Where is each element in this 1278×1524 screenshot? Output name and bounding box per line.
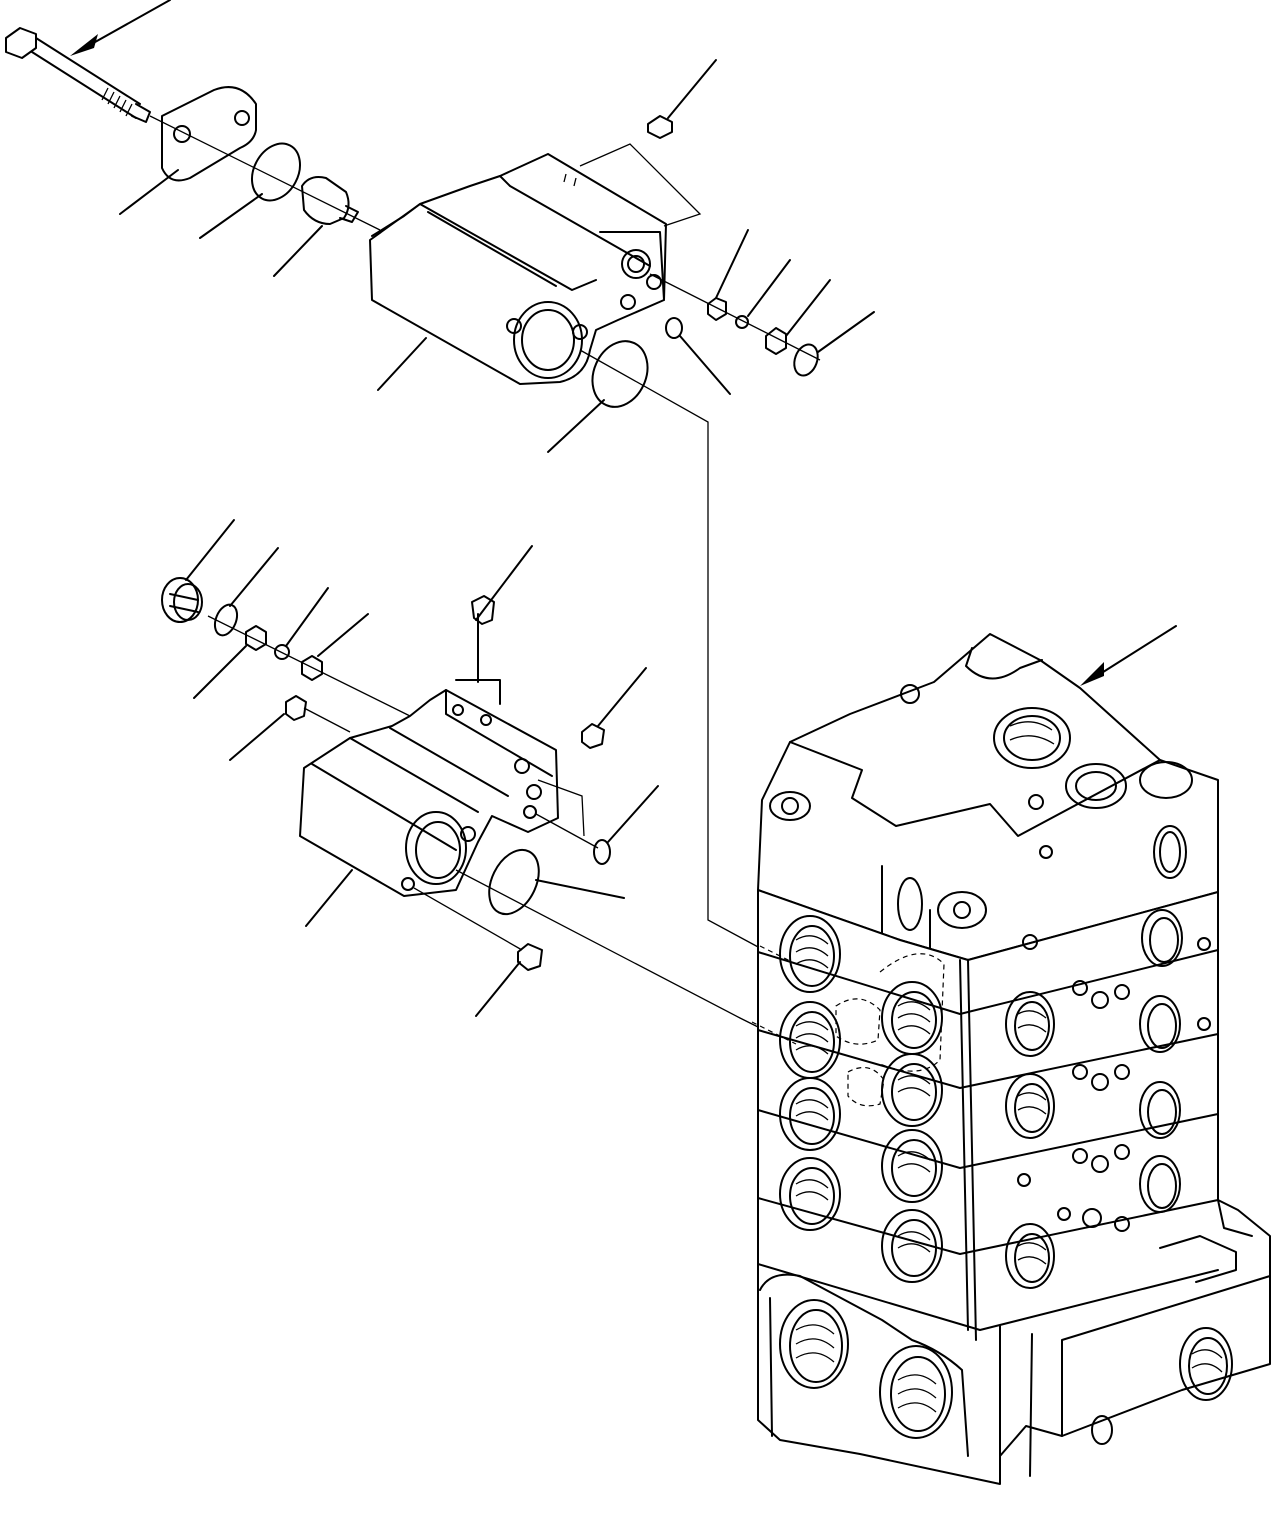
o-ring-upper-3 xyxy=(547,340,649,453)
lower-plug-screw-bottom xyxy=(413,887,543,1017)
o-ring-lower-2 xyxy=(535,785,659,865)
lower-plug-screw-top xyxy=(471,545,533,683)
upper-valve-block xyxy=(369,153,667,391)
lower-plug-screw-left xyxy=(229,695,351,761)
callout-arrowhead-main xyxy=(1080,662,1104,686)
flange-cover xyxy=(119,86,257,215)
piston-plug xyxy=(273,176,359,277)
relief-plug xyxy=(161,519,235,623)
upper-valve-assembly xyxy=(5,0,875,949)
upper-plug-screw xyxy=(579,59,717,227)
main-control-valve-body xyxy=(751,625,1271,1485)
lower-valve-block xyxy=(299,679,585,927)
callout-leader-bolt xyxy=(70,0,171,56)
long-bolt xyxy=(5,27,151,123)
o-ring-lower-3 xyxy=(488,848,625,916)
o-ring-lower-1 xyxy=(213,547,279,637)
callout-leader-main xyxy=(1099,625,1177,675)
assembly-guide-line-1 xyxy=(579,349,761,949)
o-ring-upper-1 xyxy=(199,142,301,239)
assembly-guide-line-2 xyxy=(455,869,761,1029)
o-ring-upper-2 xyxy=(665,317,731,395)
lower-valve-assembly xyxy=(161,519,761,1029)
check-valve-parts-upper xyxy=(649,229,875,377)
spring-seat-lower xyxy=(193,587,411,717)
lower-plug-screw-right xyxy=(581,667,647,749)
